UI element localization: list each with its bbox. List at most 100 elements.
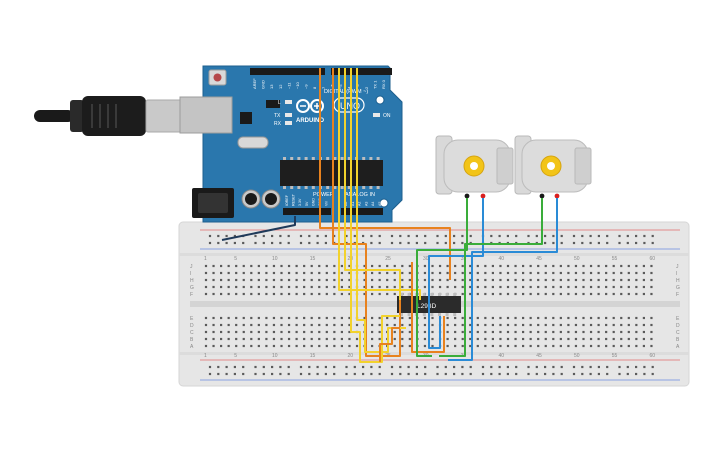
column-number: 45 (536, 256, 542, 262)
gear-icon (540, 155, 562, 177)
wire-blue-1 (428, 198, 484, 349)
column-number: 60 (649, 353, 655, 359)
digital-pin-label: 4 (347, 86, 352, 89)
gear-icon (463, 155, 485, 177)
power-pin-label: IOREF (285, 194, 289, 206)
row-letter: C (676, 330, 680, 336)
column-number: 50 (574, 256, 580, 262)
digital-pin-label: ~9 (304, 84, 309, 89)
digital-pin-label: ~5 (338, 84, 343, 89)
wire-orange-3 (411, 262, 445, 353)
on-led-label: ON (383, 113, 391, 119)
digital-pin-label: 8 (312, 86, 317, 89)
arduino-logo (296, 99, 324, 113)
brand-label: ARDUINO (296, 118, 324, 124)
wire-yellow-3 (350, 68, 400, 363)
power-pin-label: RESET (292, 193, 296, 206)
digital-pin-label: ~11 (286, 82, 291, 89)
column-number: 10 (272, 353, 278, 359)
row-letter: C (190, 330, 194, 336)
analog-pin-label: A3 (364, 202, 368, 206)
column-number: 55 (612, 256, 618, 262)
dc-motor-left[interactable] (435, 135, 514, 199)
row-letter: H (190, 278, 194, 284)
digital-header-label: DIGITAL (PWM ~) (324, 89, 368, 95)
power-header-label: POWER (313, 192, 334, 198)
row-letter: I (190, 271, 191, 277)
row-letter: I (676, 271, 677, 277)
row-letter: G (190, 285, 194, 291)
tx-led-label: TX (274, 113, 281, 119)
wire-orange-4 (379, 327, 400, 362)
row-letter: E (190, 316, 194, 322)
column-number: 15 (310, 353, 316, 359)
wire-yellow-4 (356, 68, 406, 353)
power-pin-label: GND (311, 198, 315, 206)
row-letter: F (676, 292, 679, 298)
column-number: 60 (649, 256, 655, 262)
column-number: 20 (347, 353, 353, 359)
ic-label: L293D (417, 303, 436, 310)
rx-led-label: RX (274, 121, 282, 127)
row-letter: F (190, 292, 193, 298)
row-letter: J (676, 264, 679, 270)
column-number: 40 (498, 256, 504, 262)
wire-green-1 (416, 198, 468, 357)
row-letter: E (676, 316, 680, 322)
digital-pin-label: 13 (269, 84, 274, 89)
row-letter: D (190, 323, 194, 329)
digital-pin-label: 2 (364, 86, 369, 89)
digital-pin-label: TX 1 (372, 80, 377, 89)
wire-navy (221, 216, 296, 241)
digital-pin-label: GND (261, 80, 266, 89)
wire-orange-1 (319, 68, 451, 280)
usb-cable-icon (34, 96, 183, 136)
column-number: 45 (536, 353, 542, 359)
row-letter: A (190, 344, 194, 350)
row-letter: A (676, 344, 680, 350)
column-number: 35 (461, 256, 467, 262)
power-pin-label: 3.3V (298, 198, 302, 206)
row-letter: B (676, 337, 680, 343)
wire-blue-2 (448, 198, 558, 361)
wire-yellow-1 (338, 68, 421, 300)
analog-pin-label: A5 (378, 202, 382, 206)
wire-green-2 (439, 198, 543, 357)
breadboard-holes (204, 234, 654, 376)
digital-pin-label: RX 0 (381, 79, 386, 89)
column-number: 25 (385, 256, 391, 262)
digital-pin-label: 12 (278, 84, 283, 89)
column-number: 1 (204, 256, 207, 262)
digital-pin-label: ~10 (295, 81, 300, 89)
row-letter: H (676, 278, 680, 284)
row-letter: G (676, 285, 680, 291)
digital-pin-label: ~6 (329, 84, 334, 89)
analog-pin-label: A4 (371, 202, 375, 206)
analog-pin-label: A2 (358, 202, 362, 206)
column-number: 55 (612, 353, 618, 359)
power-pin-label: 5V (305, 201, 309, 206)
column-number: 40 (498, 353, 504, 359)
dc-motor-right[interactable] (514, 135, 592, 199)
row-letter: J (190, 264, 193, 270)
wire-yellow-2 (344, 68, 401, 300)
column-number: 1 (204, 353, 207, 359)
column-number: 30 (423, 256, 429, 262)
column-number: 5 (234, 256, 237, 262)
analog-header-label: ANALOG IN (345, 192, 375, 198)
column-number: 50 (574, 353, 580, 359)
digital-pin-label: AREF (252, 78, 257, 89)
wires[interactable] (221, 68, 558, 363)
analog-pin-label: A1 (351, 202, 355, 206)
column-number: 15 (310, 256, 316, 262)
l-led-label: L (278, 100, 281, 106)
row-letter: B (190, 337, 194, 343)
power-pin-label: Vin (325, 201, 329, 206)
digital-pin-label: 7 (321, 86, 326, 89)
row-letter: D (676, 323, 680, 329)
arduino-uno-board[interactable]: L TX RX ON ARDUINO UNO DIGITAL (PWM ~) A… (179, 65, 403, 223)
column-number: 10 (272, 256, 278, 262)
